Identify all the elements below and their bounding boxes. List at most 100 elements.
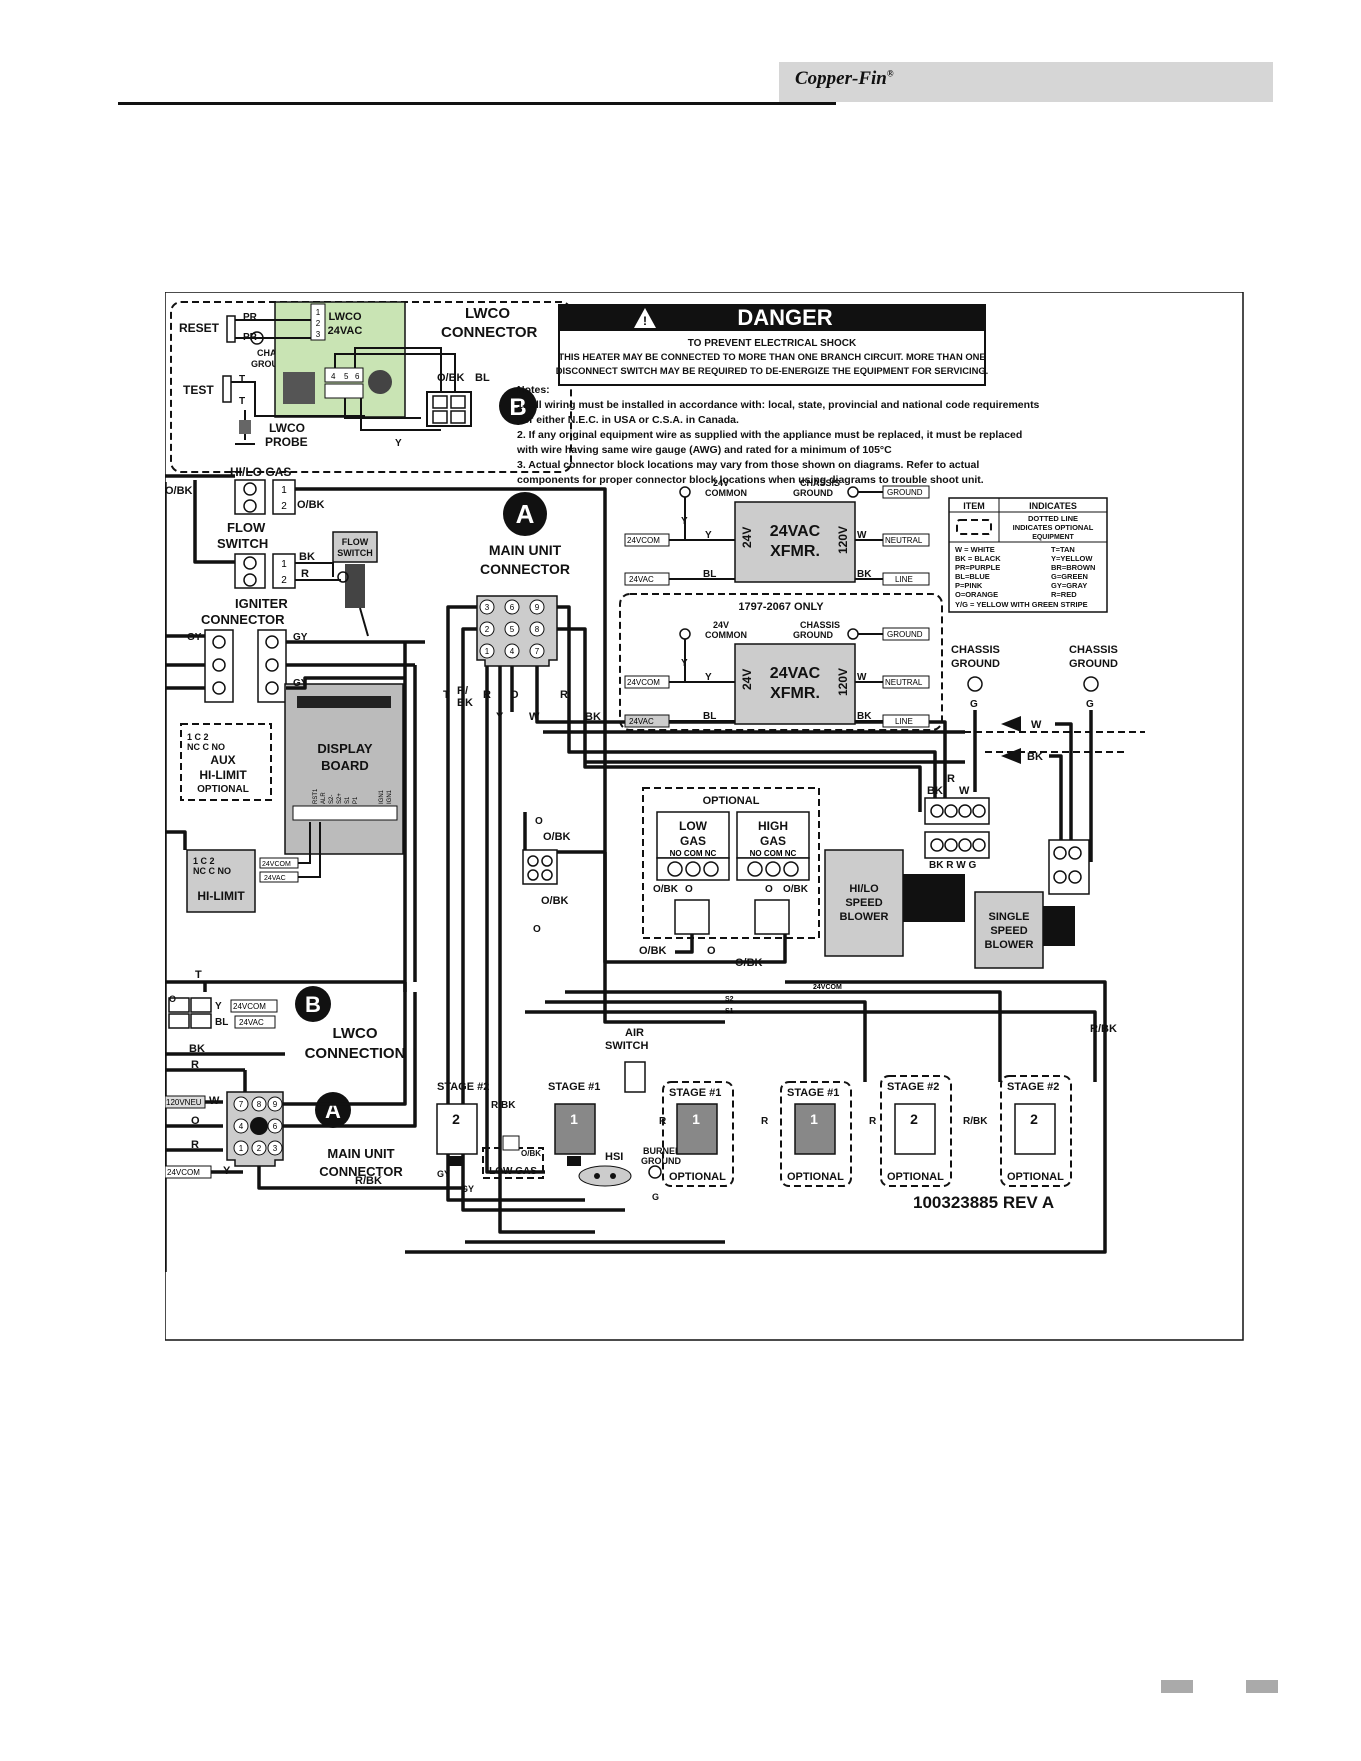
svg-text:R/BK: R/BK [491,1100,516,1111]
svg-text:24V: 24V [713,620,729,630]
svg-text:RST1: RST1 [313,788,319,804]
svg-text:1: 1 [281,485,287,496]
svg-text:24VCOM: 24VCOM [262,861,291,868]
svg-text:O/BK: O/BK [639,945,667,957]
svg-text:GROUND: GROUND [951,658,1000,670]
svg-text:GROUND: GROUND [887,630,923,639]
svg-text:PR: PR [243,312,258,323]
svg-text:GY: GY [293,678,308,689]
svg-text:R: R [869,1116,877,1127]
svg-text:OPTIONAL: OPTIONAL [669,1171,726,1183]
svg-text:8: 8 [257,1100,262,1109]
svg-text:G: G [970,699,978,710]
svg-text:S2: S2 [725,996,734,1003]
svg-text:4: 4 [510,647,515,656]
svg-text:STAGE #2: STAGE #2 [887,1081,939,1093]
svg-text:3: 3 [485,603,490,612]
svg-text:XFMR.: XFMR. [770,543,820,560]
svg-text:O=ORANGE: O=ORANGE [955,590,998,599]
svg-text:5: 5 [510,625,515,634]
svg-text:R/BK: R/BK [963,1116,988,1127]
svg-text:OPTIONAL: OPTIONAL [887,1171,944,1183]
svg-text:120V: 120V [836,526,850,554]
svg-text:B: B [509,394,526,421]
svg-text:OPTIONAL: OPTIONAL [787,1171,844,1183]
svg-text:P1: P1 [353,796,359,804]
svg-text:BK: BK [189,1043,205,1055]
svg-text:LOW: LOW [679,819,708,833]
svg-text:O/BK: O/BK [783,884,809,895]
svg-text:GROUND: GROUND [793,630,833,640]
svg-text:Y: Y [681,516,688,527]
svg-text:BURNER: BURNER [643,1146,682,1156]
blower-section: CHASSIS GROUND CHASSIS GROUND G G W BK B… [543,644,1145,969]
svg-text:24VCOM: 24VCOM [233,1002,266,1011]
svg-text:NO COM NC: NO COM NC [670,849,717,858]
flow-switch-device: FLOW SWITCH [332,531,378,637]
svg-text:GROUND: GROUND [1069,658,1118,670]
svg-text:6: 6 [355,372,360,381]
svg-text:B: B [305,992,321,1017]
svg-text:24V: 24V [740,669,754,690]
transformer-main: 24VAC XFMR. 24V 120V 24V COMMON CHASSIS … [624,478,930,586]
igniter-connector: IGNITER CONNECTOR [201,596,288,703]
svg-text:5: 5 [344,372,349,381]
svg-text:Notes:: Notes: [517,384,550,396]
svg-text:1: 1 [281,559,287,570]
svg-text:T: T [195,969,202,981]
svg-text:100323885 REV A: 100323885 REV A [913,1193,1054,1212]
lwco-wires [231,319,456,431]
svg-text:7: 7 [239,1100,244,1109]
svg-text:1: 1 [239,1144,244,1153]
svg-text:24VCOM: 24VCOM [167,1168,200,1177]
svg-text:BK R W G: BK R W G [929,860,976,871]
svg-text:INDICATES: INDICATES [1029,501,1077,511]
svg-text:R: R [301,568,309,580]
svg-text:R: R [191,1059,199,1071]
svg-text:NC C NO: NC C NO [187,742,225,752]
svg-text:BK: BK [457,697,473,709]
svg-text:6: 6 [273,1122,278,1131]
svg-text:1: 1 [570,1111,578,1127]
svg-text:OPTIONAL: OPTIONAL [1007,1171,1064,1183]
svg-text:4: 4 [331,372,336,381]
aux-hilimit: 1 C 2 NC C NO AUX HI-LIMIT OPTIONAL [180,723,272,801]
svg-text:GY: GY [437,1169,450,1179]
svg-text:BK: BK [585,711,601,723]
left-wires: O/BK O/BK BK R GY GY GY [165,474,607,1272]
svg-text:SINGLE: SINGLE [989,911,1030,923]
svg-text:W: W [857,672,867,683]
main-unit-connector: A MAIN UNIT CONNECTOR 3 6 9 2 5 8 1 4 7 … [443,492,601,723]
svg-text:O/BK: O/BK [653,884,679,895]
svg-text:HI/LO GAS: HI/LO GAS [230,465,291,479]
svg-text:S2-: S2- [329,795,335,804]
svg-text:O: O [533,924,541,935]
stage-6: STAGE #2 2 OPTIONAL [1000,1075,1072,1187]
lwco-probe: LWCO PROBE [235,410,308,449]
svg-text:2: 2 [257,1144,262,1153]
svg-text:Y: Y [215,1001,222,1012]
transformer-optional: 1797-2067 ONLY 24VAC XFMR. 24V 120V 24V … [619,593,943,731]
svg-text:O: O [169,994,176,1004]
svg-text:components for proper connecto: components for proper connector block lo… [517,474,984,486]
svg-text:GY: GY [293,632,308,643]
svg-text:2. If any original equipment: 2. If any original equipment wire as sup… [517,429,1022,441]
svg-text:LWCO: LWCO [465,305,510,322]
svg-text:O/BK: O/BK [297,499,325,511]
svg-text:GAS: GAS [680,834,706,848]
svg-text:DISCONNECT SWITCH MAY BE REQUI: DISCONNECT SWITCH MAY BE REQUIRED TO DE-… [556,365,989,376]
svg-text:BL=BLUE: BL=BLUE [955,572,990,581]
svg-text:SPEED: SPEED [845,897,882,909]
svg-text:CONNECTOR: CONNECTOR [319,1164,403,1179]
flow-switch-connector: FLOW SWITCH 1 2 [217,520,296,589]
svg-text:24VAC: 24VAC [629,575,654,584]
svg-text:T=TAN: T=TAN [1051,545,1075,554]
svg-text:DANGER: DANGER [737,305,832,330]
svg-text:A: A [325,1098,341,1123]
svg-text:CHASSIS: CHASSIS [800,620,840,630]
svg-text:1: 1 [692,1111,700,1127]
svg-text:1797-2067 ONLY: 1797-2067 ONLY [738,601,824,613]
display-board: DISPLAY BOARD RST1 ALR S2- S2+ S1 P1 IGN… [259,683,404,883]
stage-4: STAGE #1 1 OPTIONAL R [780,1081,877,1187]
svg-text:24VAC: 24VAC [770,523,821,540]
